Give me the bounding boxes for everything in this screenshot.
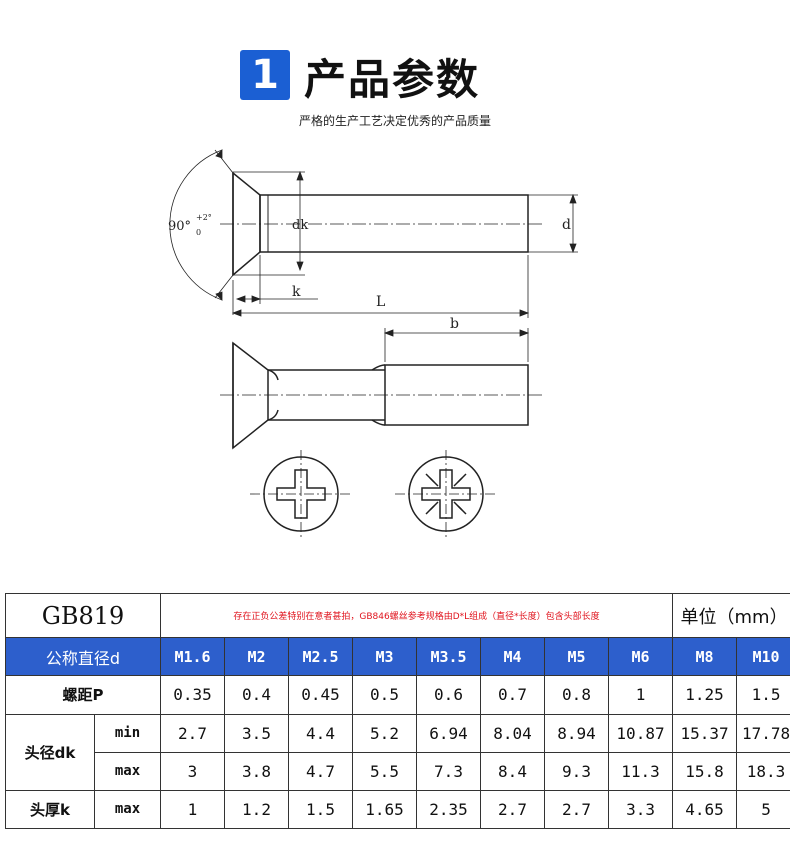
pitch-cell: 0.6 [416, 675, 481, 715]
size-header-cell: M10 [736, 637, 790, 677]
screw-technical-drawing: 90° +2° 0 dk d k L b [168, 149, 578, 540]
phillips-head-view [250, 450, 352, 540]
dk-min-cell: 8.04 [480, 713, 545, 753]
pitch-cell: 0.35 [160, 675, 225, 715]
spec-table: GB819 存在正负公差特别在意者甚拍，GB846螺丝参考规格由D*L组成（直径… [5, 592, 790, 830]
dk-min-cell: 15.37 [672, 713, 738, 753]
size-header-cell: M4 [480, 637, 545, 677]
dk-max-cell: 18.3 [736, 751, 790, 791]
pitch-cell: 0.5 [352, 675, 417, 715]
k-max-cell: 1.5 [288, 789, 353, 830]
section-number-badge: 1 [240, 50, 290, 100]
pitch-cell: 1.25 [672, 675, 738, 715]
dk-min-cell: 8.94 [544, 713, 609, 753]
k-max-cell: 5 [736, 789, 790, 830]
dk-min-cell: 5.2 [352, 713, 417, 753]
size-header-cell: M5 [544, 637, 609, 677]
angle-tolerance-lower: 0 [196, 228, 201, 237]
page-title: 产品参数 [304, 55, 481, 104]
dk-max-label: max [94, 751, 161, 791]
size-header-cell: M8 [672, 637, 738, 677]
dk-min-cell: 6.94 [416, 713, 481, 753]
dk-max-cell: 3.8 [224, 751, 289, 791]
b-label: b [450, 316, 459, 332]
size-header-cell: M2.5 [288, 637, 353, 677]
dk-label: dk [292, 218, 308, 233]
size-header-cell: M1.6 [160, 637, 225, 677]
k-max-label: max [94, 789, 161, 830]
dk-min-label: min [94, 713, 161, 753]
size-header-cell: M6 [607, 637, 674, 677]
angle-tolerance-upper: +2° [196, 213, 212, 222]
k-max-cell: 2.35 [416, 789, 481, 830]
table-title-row: GB819 存在正负公差特别在意者甚拍，GB846螺丝参考规格由D*L组成（直径… [5, 592, 790, 639]
standard-code: GB819 [5, 592, 161, 639]
dk-min-cell: 17.78 [736, 713, 790, 753]
dk-max-cell: 9.3 [544, 751, 609, 791]
pozidriv-head-view [395, 450, 497, 540]
dk-max-cell: 15.8 [672, 751, 738, 791]
dk-max-cell: 11.3 [607, 751, 674, 791]
k-max-cell: 3.3 [607, 789, 674, 830]
k-label: k [292, 284, 301, 300]
screw-side-view-bottom [220, 341, 545, 450]
header: 1 产品参数 严格的生产工艺决定优秀的产品质量 [0, 0, 790, 140]
pitch-cell: 0.45 [288, 675, 353, 715]
dk-min-cell: 3.5 [224, 713, 289, 753]
dk-min-cell: 2.7 [160, 713, 225, 753]
k-max-cell: 2.7 [480, 789, 545, 830]
pitch-cell: 1 [607, 675, 674, 715]
angle-label: 90° [168, 219, 191, 234]
k-max-cell: 1.2 [224, 789, 289, 830]
k-max-cell: 4.65 [672, 789, 738, 830]
pitch-label: 螺距P [5, 675, 161, 715]
pitch-cell: 1.5 [736, 675, 790, 715]
unit-label: 单位（mm） [672, 592, 790, 639]
k-max-cell: 1.65 [352, 789, 417, 830]
size-header-cell: M3 [352, 637, 417, 677]
L-label: L [376, 294, 385, 310]
k-max-cell: 2.7 [544, 789, 609, 830]
dk-min-cell: 4.4 [288, 713, 353, 753]
k-max-cell: 1 [160, 789, 225, 830]
dk-max-cell: 3 [160, 751, 225, 791]
pitch-cell: 0.7 [480, 675, 545, 715]
pitch-cell: 0.4 [224, 675, 289, 715]
dk-max-cell: 8.4 [480, 751, 545, 791]
size-header-cell: M2 [224, 637, 289, 677]
dk-max-cell: 4.7 [288, 751, 353, 791]
dk-min-cell: 10.87 [607, 713, 674, 753]
d-label: d [562, 217, 571, 233]
pitch-cell: 0.8 [544, 675, 609, 715]
nominal-diameter-label: 公称直径d [5, 637, 161, 677]
size-header-cell: M3.5 [416, 637, 481, 677]
dk-label-cell: 头径dk [5, 713, 95, 791]
k-label-cell: 头厚k [5, 789, 95, 830]
tolerance-note: 存在正负公差特别在意者甚拍，GB846螺丝参考规格由D*L组成（直径*长度）包含… [159, 592, 674, 639]
dk-max-cell: 5.5 [352, 751, 417, 791]
screw-side-view-top [220, 171, 545, 277]
dk-max-cell: 7.3 [416, 751, 481, 791]
page-subtitle: 严格的生产工艺决定优秀的产品质量 [298, 114, 491, 128]
